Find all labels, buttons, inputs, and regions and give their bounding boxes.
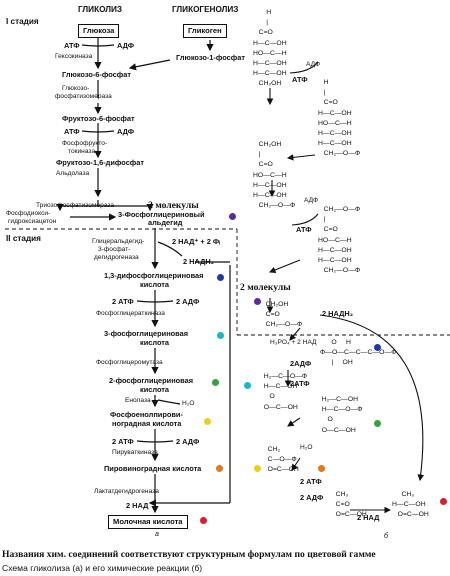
adp-1: АДФ — [117, 41, 135, 50]
pgm-label: Фосфоглицеромутаза — [96, 359, 163, 366]
orange-dot-1 — [216, 465, 223, 472]
atp-r3: 2АТФ — [290, 379, 310, 388]
bpg-label-2: кислота — [140, 280, 170, 289]
adp-3: 2 АДФ — [176, 297, 200, 306]
atp-3: 2 АТФ — [112, 297, 134, 306]
gpi-label-2: фосфатизомераза — [55, 93, 112, 100]
formula-2pg: H₂—C—OH H—C—O—Ф O O—C—OH — [321, 396, 363, 434]
formula-lactate: CH₃ H—C—OH O=C—OH — [392, 491, 429, 519]
enolase-label: Енолаза — [125, 397, 151, 404]
blue-dot-2 — [374, 344, 381, 351]
nad-in-label: 2 НАД⁺ + 2 Фᵢ — [172, 237, 221, 246]
dhap-label-1: Фосфодиокси- — [6, 210, 51, 217]
nad-r: 2 НАД — [357, 513, 380, 522]
dhap-label-2: гидроксиацетон — [8, 218, 57, 225]
glycogenolysis-header: ГЛИКОГЕНОЛИЗ — [172, 5, 239, 14]
label-a: а — [155, 531, 159, 538]
f6p-label: Фруктозо-6-фосфат — [62, 114, 135, 123]
pk-label: Пируваткиназа — [112, 449, 158, 456]
aldolase-label: Альдолаза — [56, 170, 90, 177]
stage2-label: II стадия — [6, 234, 41, 243]
pgk-label: Фосфоглицераткиназа — [96, 310, 165, 317]
atp-r1: АТФ — [292, 75, 308, 84]
pfk-label-1: Фосфофрукто- — [62, 140, 108, 147]
atp-r2: АТФ — [296, 225, 312, 234]
two-molecules-2: 2 молекулы — [240, 282, 291, 293]
adp-r2: АДФ — [304, 197, 318, 204]
bpg-label-1: 1,3-дифосфоглицериновая — [104, 271, 204, 280]
g3p-label-1: 3-Фосфоглицериновый — [118, 210, 205, 219]
caption-title: Названия хим. соединений соответствуют с… — [2, 549, 376, 560]
formula-glucose: H | C=O H—C—OH HO—C—H H—C—OH H—C—OH CH₂O… — [253, 9, 287, 88]
formula-pep: CH₂ C—O—Ф O=C—OH — [267, 446, 299, 474]
formula-bpg: O H Ф—O—C—C—C—O—Ф | OH — [320, 339, 397, 367]
green-dot-1 — [212, 379, 219, 386]
formula-3pg: H₂—C—O—Ф H—C—OH O O—C—OH — [263, 373, 308, 411]
purple-dot-2 — [254, 298, 261, 305]
pi-nad: H₃PO₄ + 2 НАД — [270, 339, 317, 346]
caption-subtitle: Схема гликолиза (а) и его химические реа… — [2, 563, 203, 573]
pg2-label-2: кислота — [140, 385, 170, 394]
nadh-r: 2 НАДН₂ — [322, 309, 353, 318]
adp-r3: 2АДФ — [290, 359, 312, 368]
gpi-label-1: Глюкозо- — [62, 85, 90, 92]
glycogen-box: Гликоген — [183, 24, 227, 38]
adp-2: АДФ — [117, 127, 135, 136]
pg3-label-2: кислота — [140, 338, 170, 347]
pyruvate-label: Пировиноградная кислота — [104, 464, 202, 473]
adp-4: 2 АДФ — [176, 437, 200, 446]
h2o-r: H₂O — [300, 444, 313, 451]
pep-label-2: ноградная кислота — [112, 419, 182, 428]
atp-2: АТФ — [64, 127, 80, 136]
g3p-label-2: альдегид — [148, 218, 183, 227]
pg3-label-1: 3-фосфоглицериновая — [104, 329, 189, 338]
nadh-out-label: 2 НАДН₂ — [183, 257, 214, 266]
formula-g6p: H | C=O H—C—OH HO—C—H H—C—OH H—C—OH CH₂—… — [318, 79, 361, 158]
atp-r4: 2 АТФ — [300, 477, 322, 486]
two-molecules-1: 2 молекулы — [148, 200, 199, 211]
hexokinase-label: Гексокиназа — [55, 53, 93, 60]
yellow-dot-2 — [254, 465, 261, 472]
adp-r4: 2 АДФ — [300, 493, 324, 502]
formula-dhap-g3p: CH₂OH C=O CH₂—O—Ф — [265, 301, 303, 329]
red-dot-2 — [440, 498, 447, 505]
green-dot-2 — [374, 420, 381, 427]
cyan-dot-2 — [244, 382, 251, 389]
formula-f16bp: CH₂—O—Ф | C=O HO—C—H H—C—OH H—C—OH CH₂—O… — [318, 206, 361, 275]
pep-label-1: Фосфоенолпирови- — [110, 410, 183, 419]
stage1-label: I стадия — [6, 17, 39, 26]
nad-end-label: 2 НАД — [126, 501, 149, 510]
formula-f6p: CH₂OH | C=O HO—C—H H—C—OH H—C—OH CH₂—O—Ф — [253, 141, 296, 210]
red-dot-1 — [200, 517, 207, 524]
purple-dot-1 — [229, 213, 236, 220]
g6p-label: Глюкозо-6-фосфат — [62, 70, 131, 79]
f16bp-label: Фруктозо-1,6-дифосфат — [56, 158, 145, 167]
yellow-dot-1 — [204, 418, 211, 425]
atp-4: 2 АТФ — [112, 437, 134, 446]
formula-pyruvate: CH₃ C=O O=C—OH — [335, 491, 367, 519]
gapdh-label-2: 3-фосфат- — [98, 246, 131, 253]
orange-dot-2 — [318, 465, 325, 472]
blue-dot-1 — [217, 274, 224, 281]
tpi-label: Триозофосфатизомераза — [36, 202, 115, 209]
lactate-box: Молочная кислота — [108, 515, 188, 529]
adp-r1: АДФ — [306, 61, 320, 68]
label-b: б — [384, 533, 388, 540]
h2o-label: H₂O — [182, 400, 195, 407]
gapdh-label-3: дегидрогеназа — [94, 254, 139, 261]
g1p-label: Глюкозо-1-фосфат — [176, 53, 245, 62]
pg2-label-1: 2-фосфоглицериновая — [109, 376, 194, 385]
ldh-label: Лактатдегидрогеназа — [94, 488, 159, 495]
atp-1: АТФ — [64, 41, 80, 50]
cyan-dot-1 — [217, 332, 224, 339]
glucose-box: Глюкоза — [78, 24, 120, 38]
gapdh-label-1: Глицеральдегид- — [92, 238, 145, 245]
glycolysis-header: ГЛИКОЛИЗ — [78, 5, 122, 14]
pfk-label-2: токиназа — [68, 148, 96, 155]
